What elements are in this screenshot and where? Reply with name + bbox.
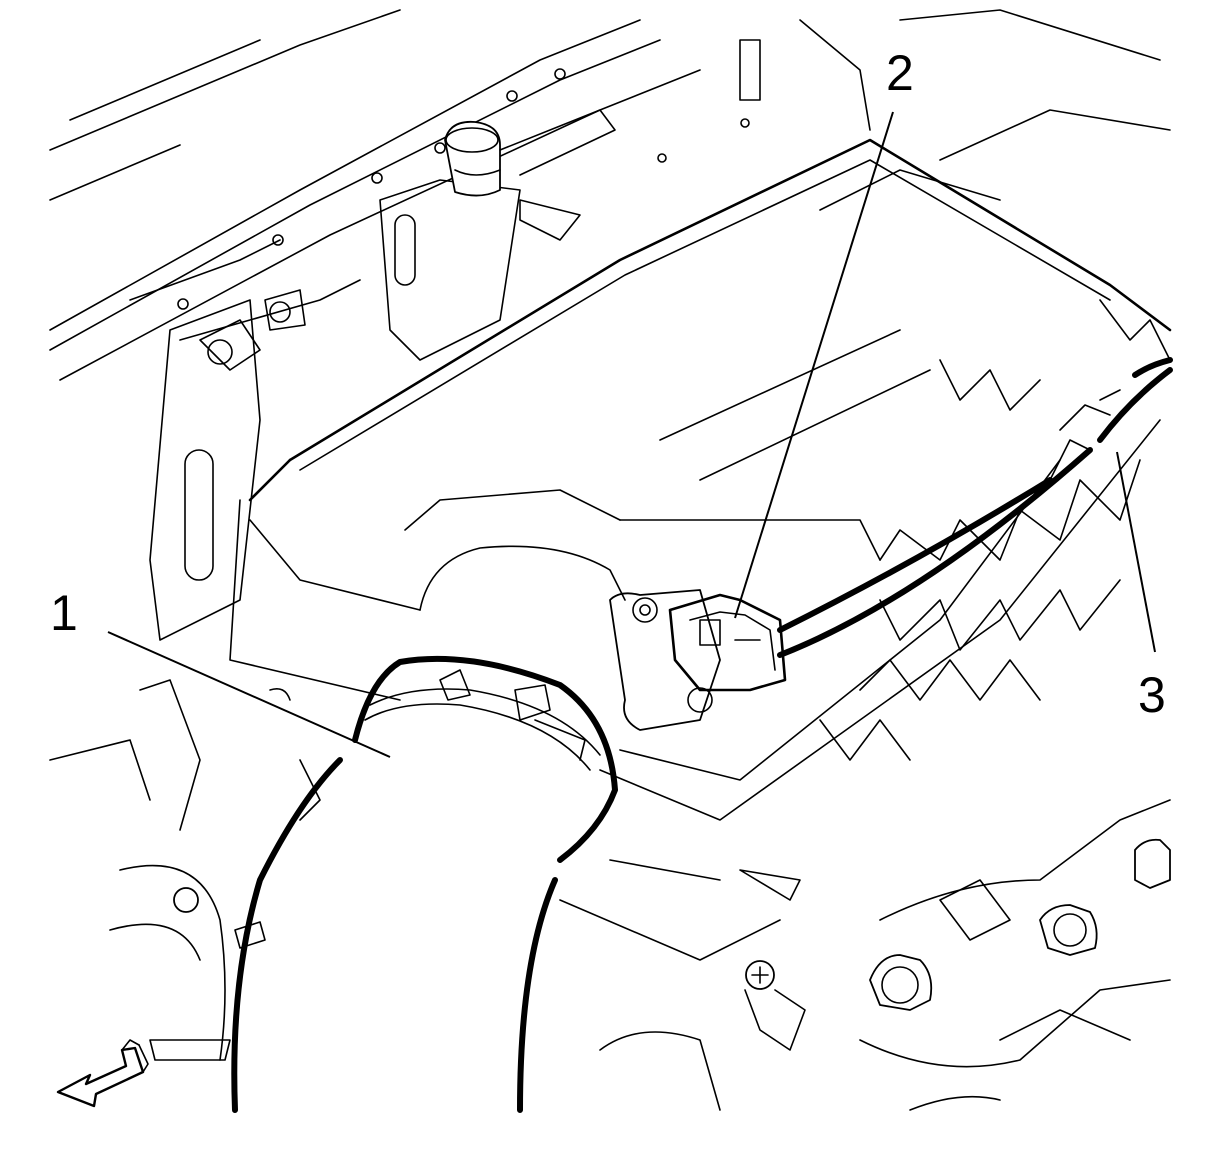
reservoir-cap [444,109,616,241]
maf-sensor [609,589,787,731]
callout-2: 2 [886,45,914,101]
lower-left-components [49,679,721,1111]
wiring-harness [777,357,1173,658]
housing-screw [744,960,806,1051]
air-cleaner-housing [229,138,1172,961]
radiator-support [49,9,1171,381]
front-direction-arrow-icon [56,1039,149,1108]
air-intake-duct [231,545,626,1113]
leader-line-1 [107,631,391,758]
leader-line-2 [734,111,894,619]
callout-leaders [107,111,1156,758]
callout-3: 3 [1138,667,1166,723]
callout-1: 1 [50,585,78,641]
housing-ribs [819,299,1171,761]
engine-mount-bolts [859,799,1171,1111]
support-bracket-left [149,179,521,641]
leader-line-3 [1116,451,1156,653]
